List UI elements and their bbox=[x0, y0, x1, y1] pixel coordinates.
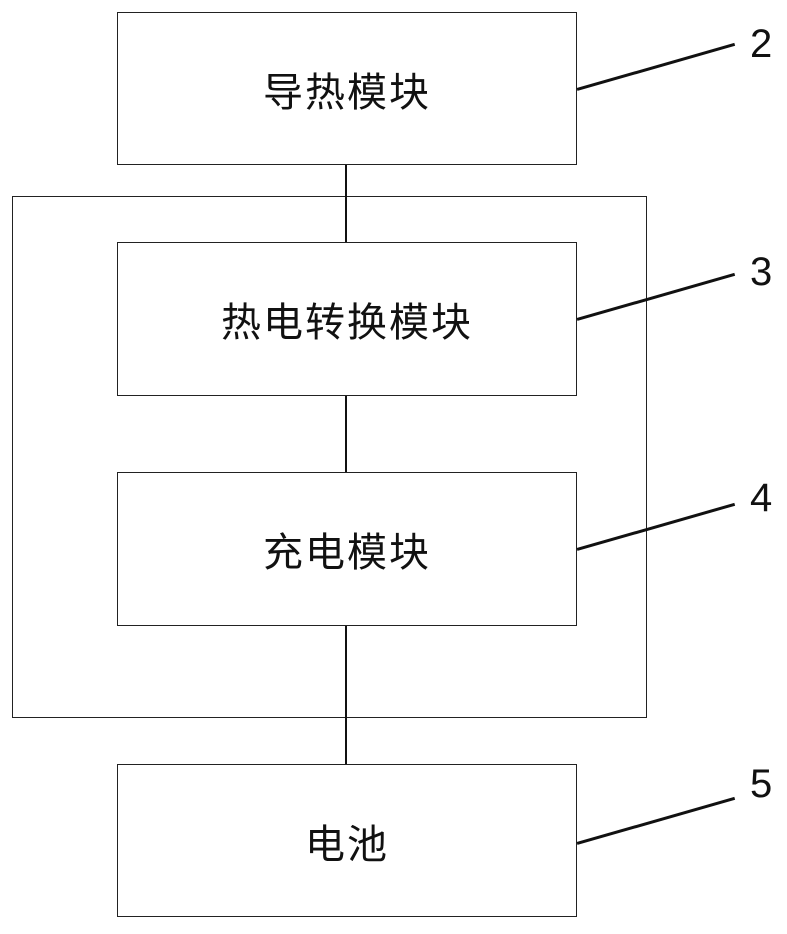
heat-conduction-module-label: 导热模块 bbox=[263, 69, 431, 116]
ref-numeral-5: 5 bbox=[750, 762, 773, 806]
connector-charging-to-battery bbox=[345, 626, 347, 765]
connector-heat-to-thermoelectric bbox=[345, 165, 347, 243]
thermoelectric-module-box: 热电转换模块 bbox=[117, 242, 577, 396]
connector-thermoelectric-to-charging bbox=[345, 396, 347, 473]
battery-label: 电池 bbox=[305, 821, 389, 868]
ref-numeral-3: 3 bbox=[750, 250, 773, 294]
ref-numeral-4: 4 bbox=[750, 476, 773, 520]
ref-numeral-2: 2 bbox=[750, 22, 773, 66]
charging-module-label: 充电模块 bbox=[263, 530, 431, 576]
heat-conduction-module-box: 导热模块 bbox=[117, 12, 577, 165]
leader-line-2 bbox=[576, 42, 735, 91]
leader-line-5 bbox=[576, 796, 735, 845]
battery-box: 电池 bbox=[117, 764, 577, 917]
charging-module-box: 充电模块 bbox=[117, 472, 577, 626]
thermoelectric-module-label: 热电转换模块 bbox=[221, 300, 473, 346]
module-group-frame bbox=[12, 196, 647, 718]
